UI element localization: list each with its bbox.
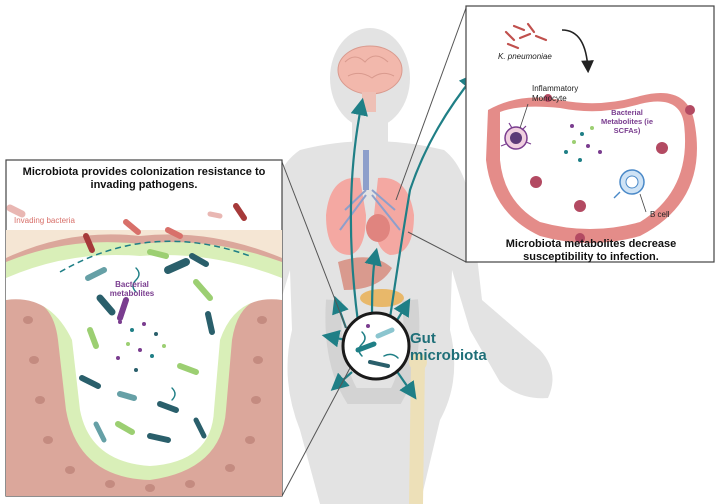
scfa-dots xyxy=(564,124,602,162)
callout-lines xyxy=(281,7,467,497)
gut-microbiota-circle xyxy=(341,311,411,381)
monocyte-label: Inflammatory Monocyte xyxy=(532,84,579,103)
metabolite-dots xyxy=(116,320,166,372)
pathogen-label: K. pneumoniae xyxy=(498,52,552,61)
femur xyxy=(409,353,427,504)
right-metabolites-label: Bacterial Metabolites (ie SCFAs) xyxy=(600,108,654,135)
left-panel-title: Microbiota provides colonization resista… xyxy=(22,166,266,191)
invading-bacteria-label: Invading bacteria xyxy=(14,216,75,225)
intestinal-crypt xyxy=(6,230,282,496)
right-panel-caption: Microbiota metabolites decrease suscepti… xyxy=(505,238,677,263)
tissue-cells xyxy=(530,94,695,243)
lungs xyxy=(326,150,414,255)
gut-microbiota-label: Gut microbiota xyxy=(410,330,487,364)
left-metabolites-label: Bacterial metabolites xyxy=(109,280,155,298)
b-cell-label: B cell xyxy=(650,210,670,219)
pathogen-cluster xyxy=(504,22,548,50)
right-panel xyxy=(465,5,715,263)
infection-arrow xyxy=(561,29,594,74)
commensal-bacteria xyxy=(79,249,215,443)
alveolus-lumen xyxy=(500,101,686,229)
invading-bacteria xyxy=(6,203,247,253)
b-cell xyxy=(613,169,645,199)
inflammatory-monocyte xyxy=(500,122,532,150)
left-panel xyxy=(5,159,283,497)
